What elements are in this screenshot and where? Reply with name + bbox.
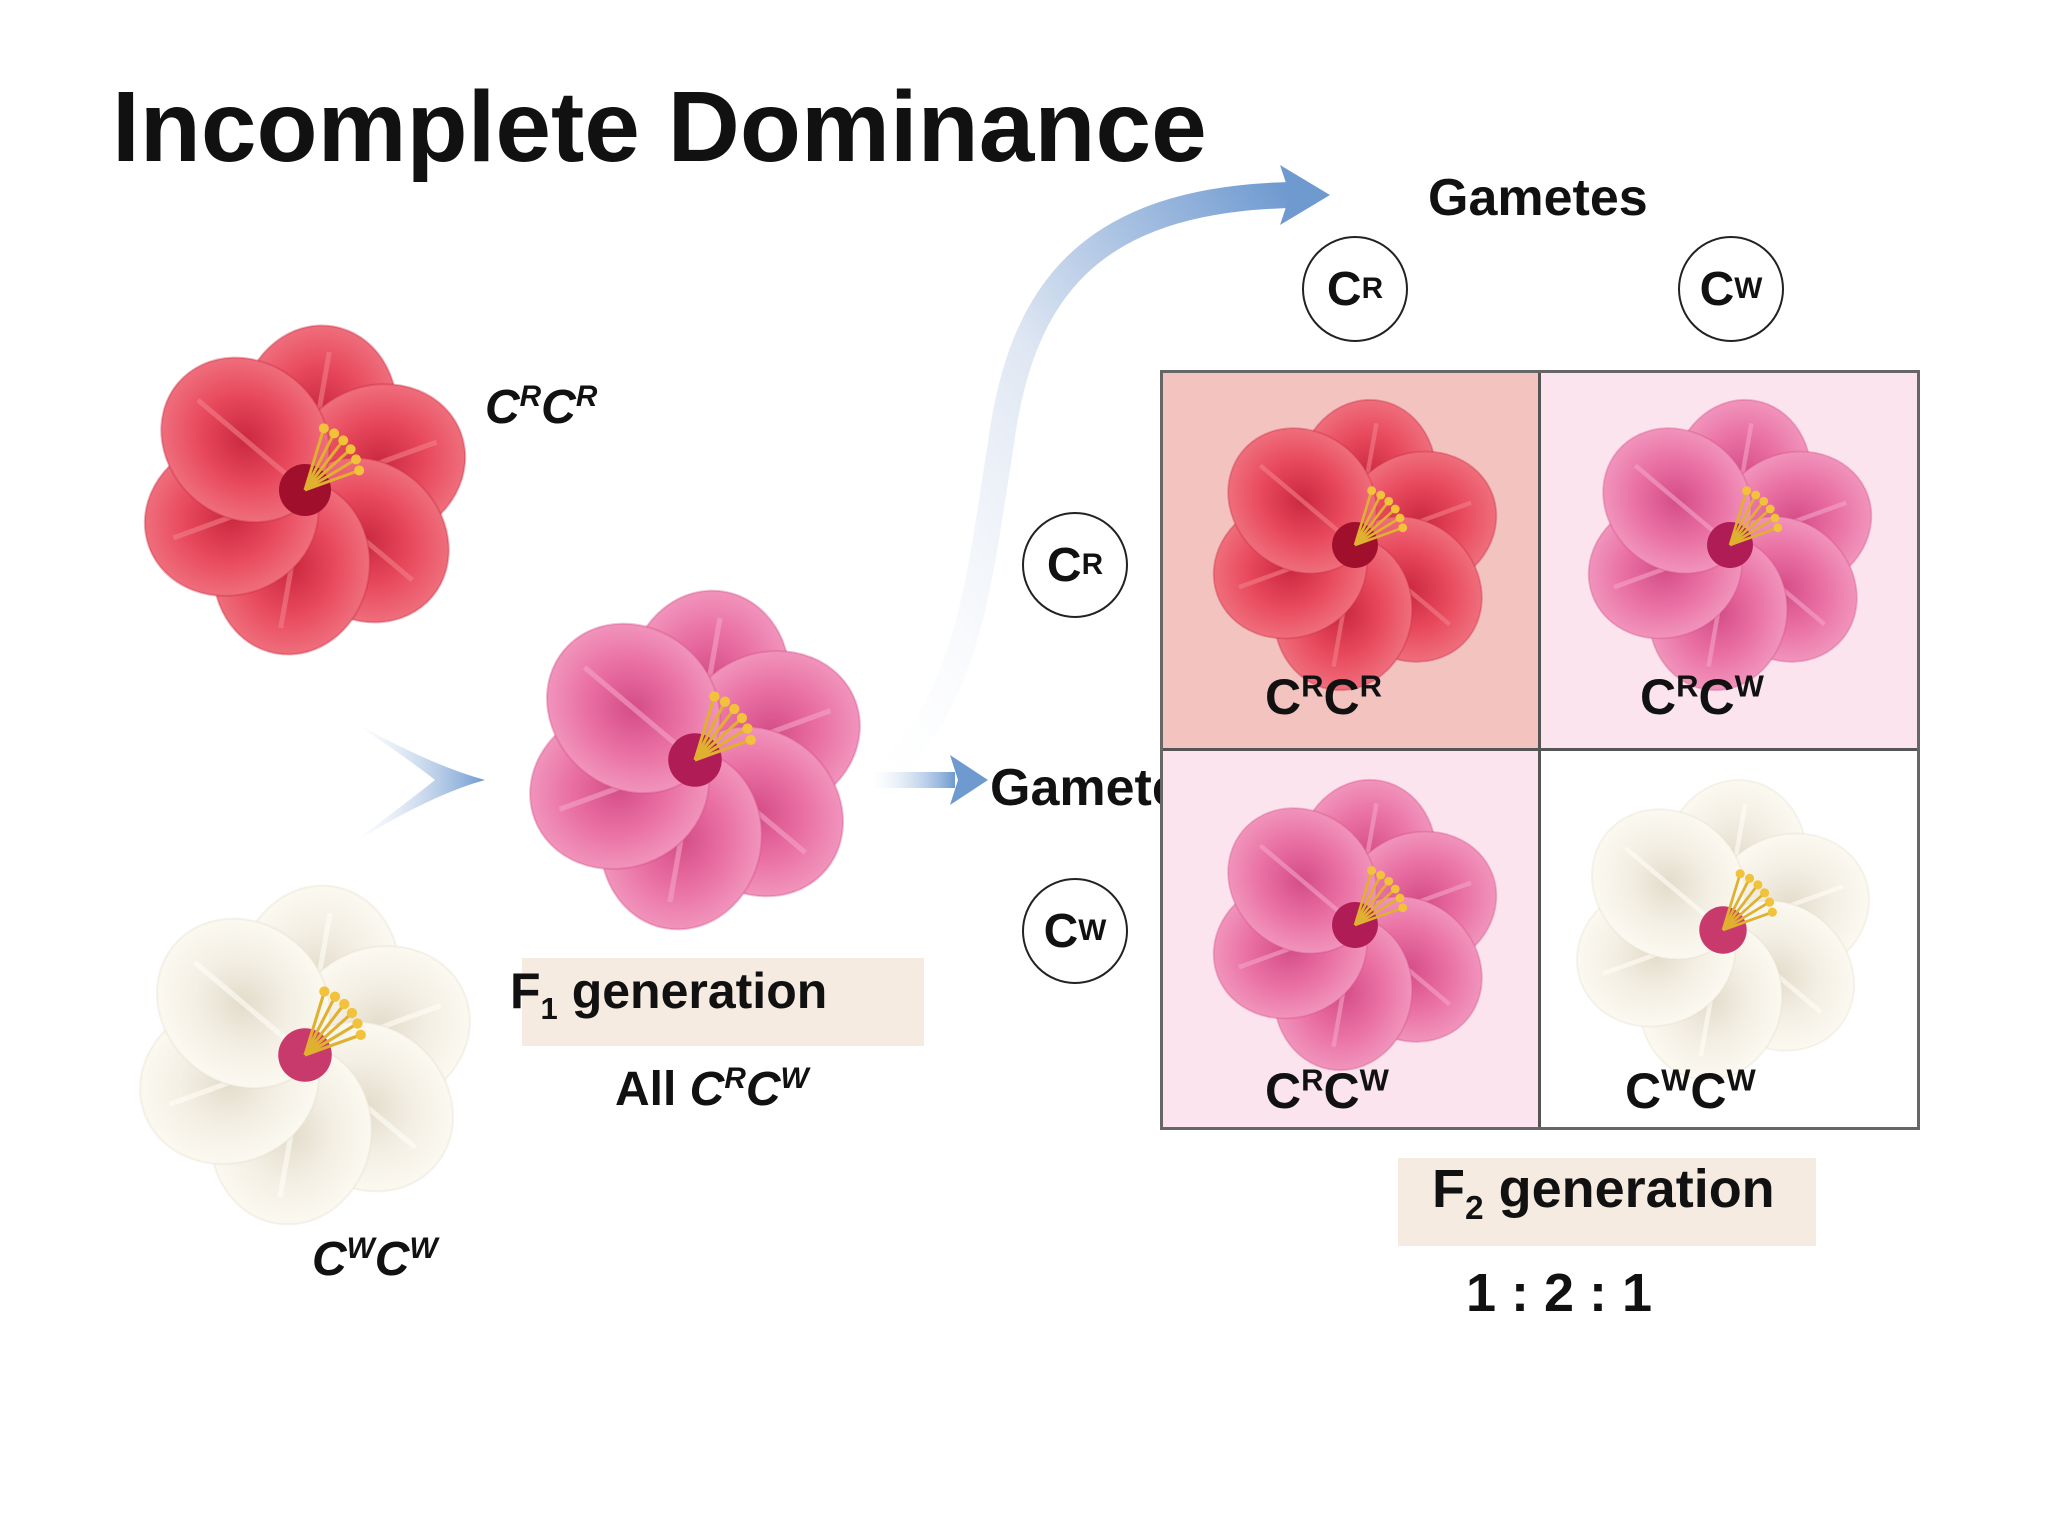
punnett-label-ww: CWCW — [1625, 1062, 1756, 1119]
f1-generation-box — [522, 958, 924, 1046]
punnett-label-rw-top: CRCW — [1640, 668, 1764, 725]
f1-generation-label: F1 generation — [510, 963, 828, 1026]
red-parent-flower — [143, 324, 467, 656]
curved-arrow-to-gametes — [862, 165, 1330, 793]
red-parent-genotype: CRCR — [485, 380, 598, 434]
f1-all-genotype: All CRCW — [615, 1062, 809, 1116]
punnett-white-flower — [1576, 779, 1870, 1081]
f1-pink-flower — [529, 589, 861, 931]
punnett-label-rw-bottom: CRCW — [1265, 1062, 1389, 1119]
gametes-top-label: Gametes — [1428, 169, 1648, 227]
white-parent-flower — [139, 884, 471, 1226]
arrow-to-left-gametes — [870, 755, 988, 805]
f2-generation-box — [1398, 1158, 1816, 1246]
chevron-arrow-to-f1 — [350, 720, 485, 845]
punnett-red-flower — [1212, 398, 1498, 692]
punnett-pink-flower-top — [1587, 398, 1873, 692]
f2-generation-label: F2 generation — [1432, 1159, 1775, 1227]
punnett-label-rr: CRCR — [1265, 668, 1382, 725]
page-title: Incomplete Dominance — [112, 71, 1207, 183]
punnett-pink-flower-bottom — [1212, 778, 1498, 1072]
white-parent-genotype: CWCW — [312, 1232, 438, 1286]
f2-ratio: 1 : 2 : 1 — [1466, 1263, 1653, 1323]
